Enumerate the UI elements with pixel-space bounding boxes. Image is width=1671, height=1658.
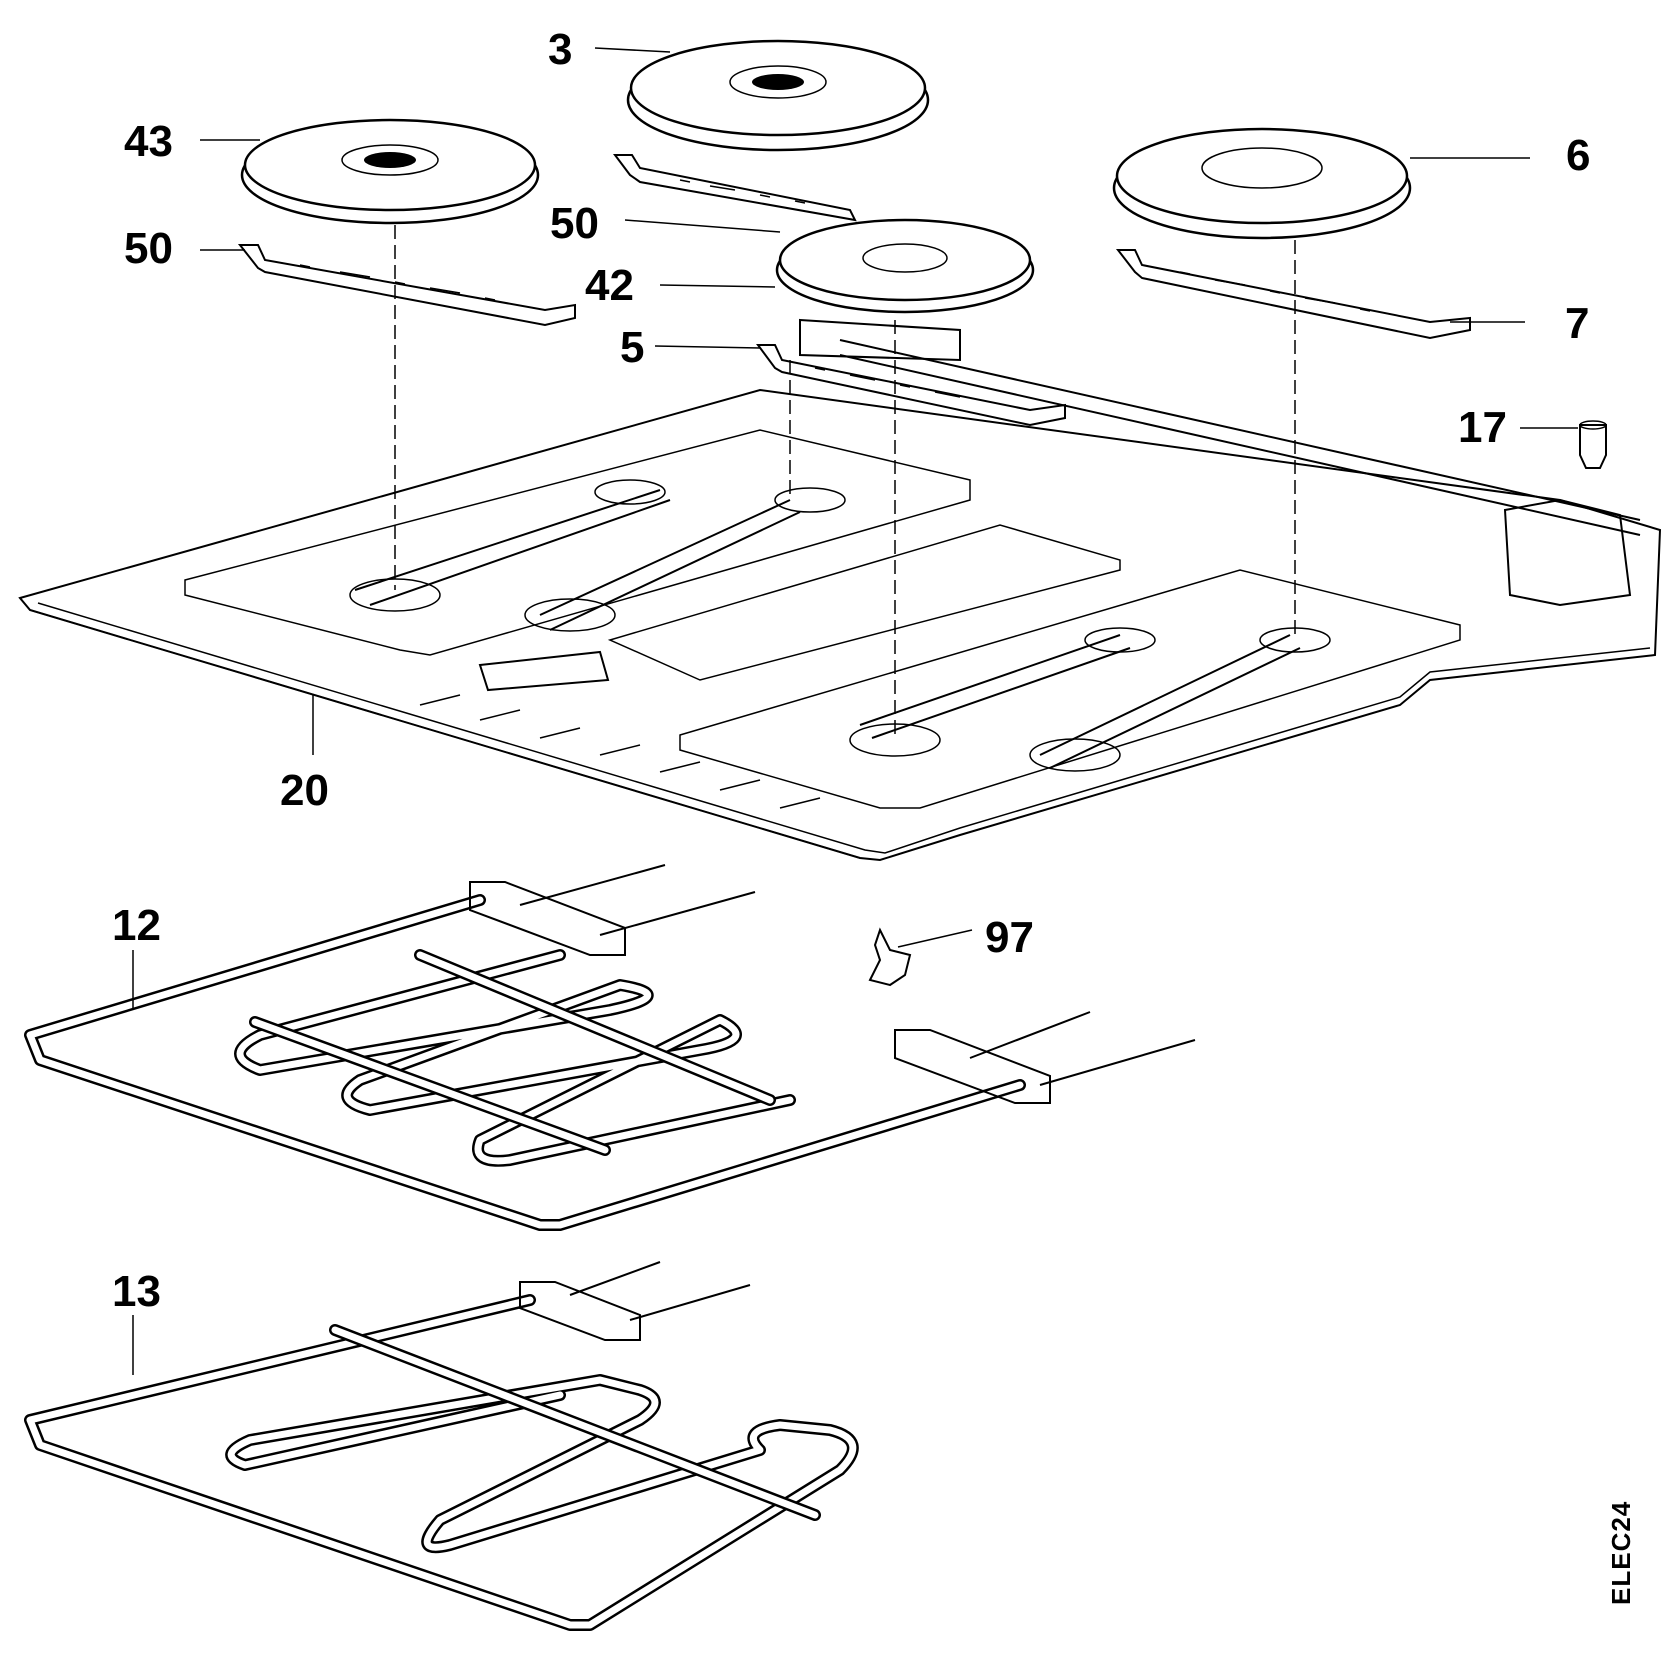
callout-42: 42 xyxy=(585,261,634,310)
callout-13: 13 xyxy=(112,1267,161,1316)
callout-3: 3 xyxy=(548,25,572,74)
callout-50-top: 50 xyxy=(550,199,599,248)
callout-labels: 3 43 6 50 50 42 7 5 17 20 12 97 13 ELEC2… xyxy=(112,25,1636,1605)
callout-5: 5 xyxy=(620,323,644,372)
hotplate-3 xyxy=(626,39,930,152)
callout-20: 20 xyxy=(280,766,329,815)
callout-12: 12 xyxy=(112,901,161,950)
lower-element-13 xyxy=(24,1261,859,1631)
callout-43: 43 xyxy=(124,117,173,166)
fitting-17 xyxy=(1579,420,1607,469)
clip-97 xyxy=(868,927,912,987)
callout-97: 97 xyxy=(985,913,1034,962)
bracket-50-left xyxy=(237,244,576,327)
hotplate-6 xyxy=(1112,127,1412,240)
leader-lines xyxy=(132,47,1578,1375)
drawing-code: ELEC24 xyxy=(1606,1501,1636,1605)
hob-base-tray xyxy=(18,318,1662,862)
callout-17: 17 xyxy=(1458,403,1507,452)
bracket-5-centre xyxy=(756,344,1066,427)
bracket-7-right xyxy=(1115,249,1471,340)
callout-7: 7 xyxy=(1565,299,1589,348)
callout-50-left: 50 xyxy=(124,224,173,273)
bracket-50-top xyxy=(613,154,857,222)
hotplate-42 xyxy=(775,218,1035,314)
callout-6: 6 xyxy=(1566,131,1590,180)
hotplate-43 xyxy=(240,118,540,225)
assembly-lines xyxy=(394,225,1296,740)
grill-element-12 xyxy=(24,864,1196,1231)
